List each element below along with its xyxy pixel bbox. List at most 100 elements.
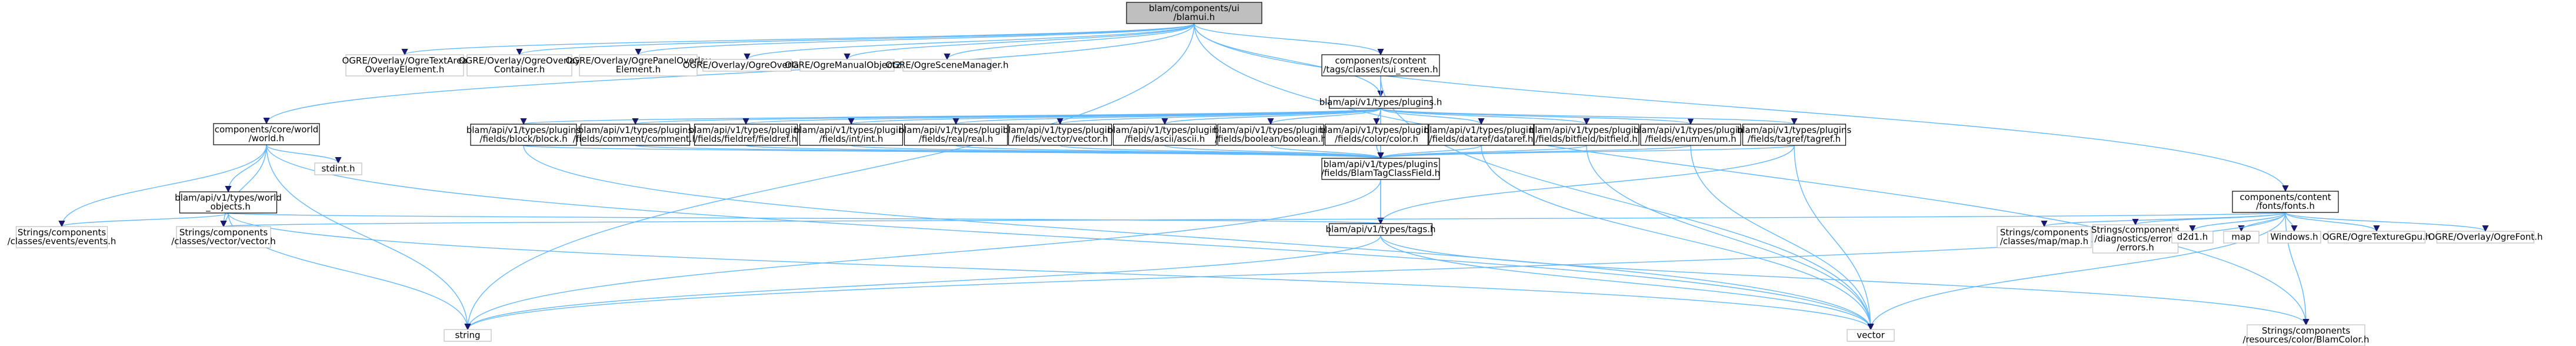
node-root-box (1126, 2, 1262, 24)
node-windows-label-0: Windows.h (2270, 232, 2318, 242)
node-fonts[interactable]: components/content/fonts/fonts.h (2232, 191, 2339, 213)
node-fonts-label-1: /fonts/fonts.h (2256, 201, 2315, 211)
node-events: Strings/components/classes/events/events… (8, 226, 116, 248)
node-p_boolean[interactable]: blam/api/v1/types/plugins/fields/boolean… (1214, 124, 1328, 146)
edge-p_dataref-to-classfield (1377, 145, 1482, 159)
node-p_color-label-1: /fields/color/color.h (1335, 134, 1418, 144)
node-blamcolor-label-0: Strings/components (2262, 325, 2350, 336)
node-world-label-0: components/core/world (215, 124, 319, 135)
edges-layer (58, 23, 2489, 331)
node-p_ascii[interactable]: blam/api/v1/types/plugins/fields/ascii/a… (1108, 124, 1222, 146)
node-manual-label-0: OGRE/OgreManualObject2.h (785, 60, 909, 71)
node-p_enum-label-0: blam/api/v1/types/plugins (1634, 125, 1748, 135)
node-errors-label-2: /errors.h (2117, 242, 2154, 253)
node-d2d1-box (2171, 231, 2214, 244)
node-ovl_text-box (345, 54, 464, 76)
node-world_objects[interactable]: blam/api/v1/types/world_objects.h (175, 191, 282, 214)
nodes-layer: blam/components/ui/blamui.hOGRE/Overlay/… (8, 2, 2543, 346)
node-p_fieldref[interactable]: blam/api/v1/types/plugins/fields/fieldre… (689, 124, 804, 146)
node-p_block[interactable]: blam/api/v1/types/plugins/fields/block/b… (466, 124, 581, 146)
node-d2d1-label-0: d2d1.h (2177, 232, 2208, 242)
node-ovl_text-label-1: OverlayElement.h (365, 64, 445, 75)
node-p_color[interactable]: blam/api/v1/types/plugins/fields/color/c… (1319, 124, 1434, 146)
edge-fonts-to-blamcolor (2285, 212, 2310, 326)
node-stdint-box (314, 162, 362, 175)
node-cui_screen[interactable]: components/content/tags/classes/cui_scre… (1321, 54, 1440, 76)
node-p_fieldref-label-0: blam/api/v1/types/plugins (689, 125, 804, 135)
node-p_int-label-1: /fields/int/int.h (819, 134, 884, 144)
edge-tags-to-blamcolor (1380, 235, 2310, 326)
edge-plugins-to-p_fieldref (743, 108, 1381, 125)
edge-p_tagref-to-tags (1377, 145, 1795, 225)
node-ovl_panel-label-1: Element.h (616, 64, 661, 75)
edge-root-to-string (464, 23, 1195, 331)
node-plugins[interactable]: blam/api/v1/types/plugins.h (1319, 96, 1442, 109)
node-vector_h-box (176, 226, 271, 248)
node-texturegpu: OGRE/OgreTextureGpu.h (2322, 231, 2431, 244)
edge-world-to-stdint (266, 144, 342, 164)
node-p_tagref-label-0: blam/api/v1/types/plugins (1737, 125, 1852, 135)
edge-p_ascii-to-classfield (1164, 145, 1384, 159)
node-p_enum[interactable]: blam/api/v1/types/plugins/fields/enum/en… (1634, 124, 1748, 146)
node-string: string (444, 329, 492, 342)
node-p_bitfield[interactable]: blam/api/v1/types/plugins/fields/bitfiel… (1529, 124, 1644, 146)
node-p_fieldref-box (694, 124, 798, 146)
node-p_enum-box (1640, 124, 1741, 146)
node-p_boolean-label-1: /fields/boolean/boolean.h (1215, 134, 1327, 144)
node-p_comment[interactable]: blam/api/v1/types/plugins/fields/comment… (573, 124, 698, 146)
edge-plugins-to-p_boolean (1267, 108, 1381, 125)
edge-p_tagref-to-classfield (1378, 145, 1795, 159)
edge-fonts-to-vector (1867, 212, 2286, 331)
node-p_tagref[interactable]: blam/api/v1/types/plugins/fields/tagref/… (1737, 124, 1852, 146)
edge-root-to-blamcolor (1194, 23, 2310, 326)
node-plugins-label-0: blam/api/v1/types/plugins.h (1319, 97, 1442, 108)
node-world_objects-label-0: blam/api/v1/types/world (175, 192, 282, 203)
edge-world_objects-to-vector (228, 212, 1874, 331)
edge-p_vector-to-classfield (1059, 145, 1384, 159)
node-vector_h-label-1: /classes/vector/vector.h (171, 236, 276, 247)
node-classfield[interactable]: blam/api/v1/types/plugins/fields/BlamTag… (1321, 158, 1440, 180)
edge-fonts-to-ogrefont (2285, 212, 2489, 232)
edge-world-to-world_objects (225, 144, 267, 193)
edge-root-to-cui_screen (1194, 23, 1384, 56)
node-p_color-box (1324, 124, 1429, 146)
node-world[interactable]: components/core/world/world.h (213, 123, 320, 145)
node-cui_screen-box (1321, 54, 1440, 76)
node-texturegpu-label-0: OGRE/OgreTextureGpu.h (2322, 232, 2431, 242)
node-events-label-1: /classes/events/events.h (8, 236, 116, 247)
edge-plugins-to-p_tagref (1380, 108, 1798, 125)
node-p_fieldref-label-1: /fields/fieldref/fieldref.h (695, 134, 797, 144)
node-p_bitfield-box (1534, 124, 1639, 146)
edge-root-to-manual (844, 23, 1195, 61)
edge-p_boolean-to-classfield (1270, 145, 1384, 159)
node-tags[interactable]: blam/api/v1/types/tags.h (1325, 223, 1436, 236)
edge-p_dataref-to-vector (1481, 145, 1874, 331)
node-p_int[interactable]: blam/api/v1/types/plugins/fields/int/int… (794, 124, 909, 146)
node-p_dataref[interactable]: blam/api/v1/types/plugins/fields/dataref… (1424, 124, 1539, 146)
node-string-label-0: string (455, 330, 480, 341)
node-ovl_text: OGRE/Overlay/OgreTextAreaOverlayElement.… (342, 54, 468, 76)
node-p_comment-label-0: blam/api/v1/types/plugins (578, 125, 693, 135)
node-root[interactable]: blam/components/ui/blamui.h (1126, 2, 1262, 24)
node-world-label-1: /world.h (249, 133, 285, 144)
edge-root-to-ovl_panel (635, 23, 1195, 56)
node-p_tagref-label-1: /fields/tagref/tagref.h (1748, 134, 1841, 144)
node-vector: vector (1847, 329, 1895, 342)
node-map-label-0: map (2231, 232, 2251, 242)
node-d2d1: d2d1.h (2171, 231, 2214, 244)
edge-p_tagref-to-vector (1794, 145, 1874, 331)
edge-p_bitfield-to-vector (1586, 145, 1874, 331)
node-p_tagref-box (1742, 124, 1847, 146)
node-ogrefont-label-0: OGRE/Overlay/OgreFont.h (2428, 232, 2542, 242)
node-p_vector[interactable]: blam/api/v1/types/plugins/fields/vector/… (1003, 124, 1118, 146)
node-vector_h: Strings/components/classes/vector/vector… (171, 226, 276, 248)
node-ovl_text-label-0: OGRE/Overlay/OgreTextArea (342, 55, 467, 66)
node-root-label-1: /blamui.h (1174, 12, 1215, 22)
edge-p_block-to-vector (523, 145, 1874, 331)
node-p_real[interactable]: blam/api/v1/types/plugins/fields/real/re… (899, 124, 1014, 146)
node-p_block-label-1: /fields/block/block.h (479, 134, 567, 144)
node-world_objects-label-1: _objects.h (205, 201, 251, 212)
node-p_bitfield-label-1: /fields/bitfield/bitfield.h (1535, 134, 1638, 144)
node-vector-label-0: vector (1857, 330, 1885, 341)
node-classfield-label-0: blam/api/v1/types/plugins (1324, 159, 1438, 169)
